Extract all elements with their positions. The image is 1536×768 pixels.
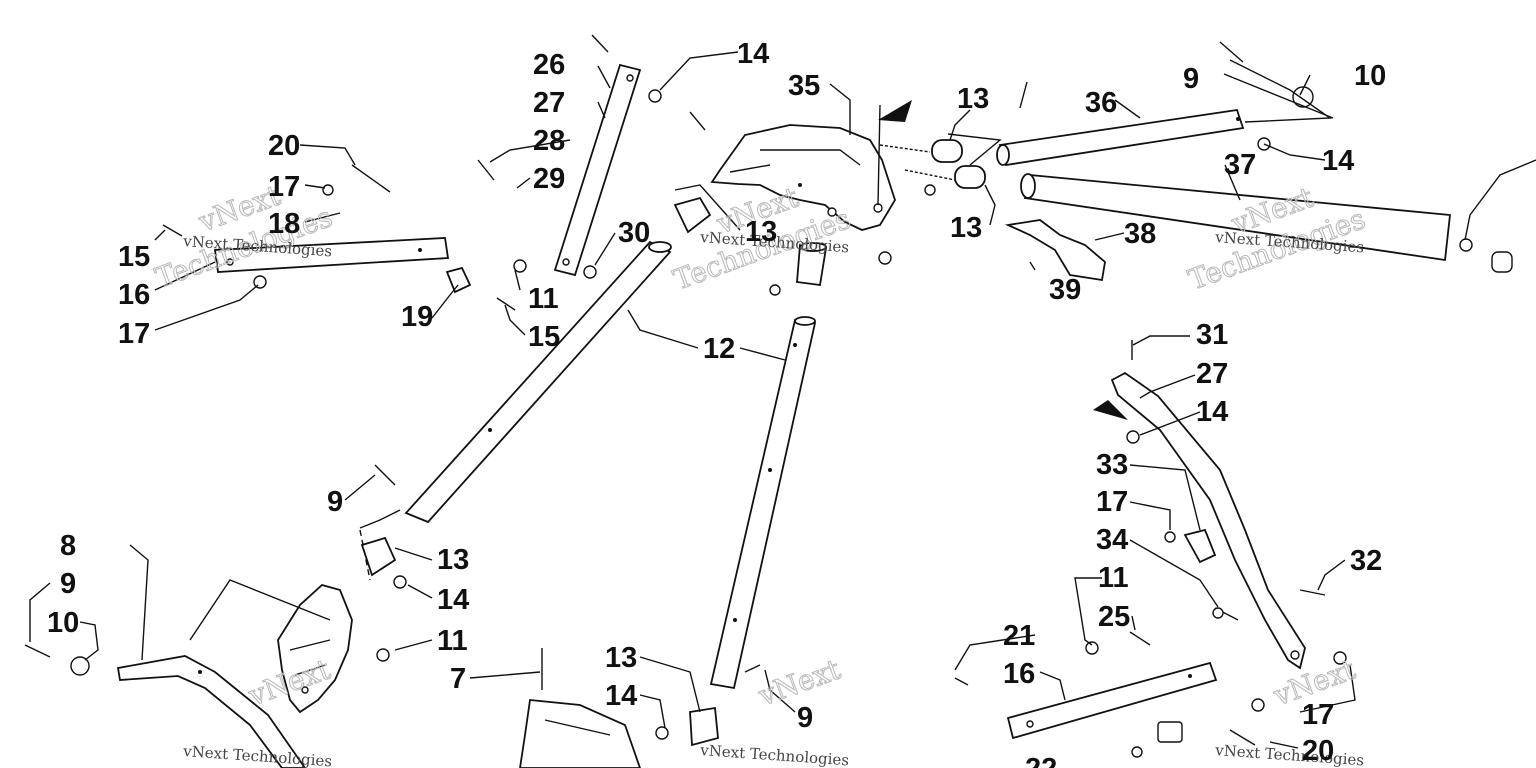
callout-label: 31	[1196, 319, 1228, 351]
callout-label: 13	[950, 212, 982, 244]
callout-label: 16	[118, 279, 150, 311]
callout-label: 15	[528, 321, 560, 353]
watermark-full: vNext Technologies	[182, 742, 333, 768]
callout-label: 18	[268, 208, 300, 240]
callout-label: 17	[1302, 699, 1334, 731]
callout-label: 27	[1196, 358, 1228, 390]
clamp-38	[1004, 219, 1106, 282]
callout-label: 25	[1098, 601, 1130, 633]
arrow-icon	[1093, 400, 1128, 420]
clamps-small	[360, 196, 719, 747]
callout-label: 22	[1025, 753, 1057, 768]
clip-19	[445, 266, 472, 294]
leader-lines	[29, 51, 1536, 749]
clip-33	[1183, 528, 1217, 564]
parts-artwork	[24, 34, 1513, 768]
callout-label: 9	[1183, 63, 1199, 95]
callout-label: 13	[745, 216, 777, 248]
caps-13	[931, 139, 986, 189]
bar-27-top	[553, 63, 642, 277]
callout-label: 12	[703, 333, 735, 365]
callout-label: 29	[533, 163, 565, 195]
callout-label: 11	[528, 283, 559, 315]
callout-label: 27	[533, 87, 565, 119]
bracket-lower-left	[277, 583, 353, 714]
bracket-35	[710, 124, 896, 231]
callout-label: 38	[1124, 218, 1156, 250]
arrow-icon	[878, 100, 912, 122]
callout-label: 33	[1096, 449, 1128, 481]
callout-label: 7	[450, 663, 466, 695]
callout-label: 36	[1085, 87, 1117, 119]
callout-label: 14	[1322, 145, 1354, 177]
callout-label: 37	[1224, 149, 1256, 181]
watermark-1: Technologies vNext	[151, 178, 337, 295]
tube-stub	[796, 242, 828, 287]
callout-label: 15	[118, 241, 150, 273]
callout-label: 10	[47, 607, 79, 639]
callout-label: 39	[1049, 274, 1081, 306]
callout-label: 14	[1196, 396, 1228, 428]
callout-label: 10	[1354, 60, 1386, 92]
callout-label: 14	[437, 584, 469, 616]
callout-labels: 26 14 27 35 13 9 10 36 28 29 20 17 18 15…	[47, 38, 1386, 768]
callout-label: 21	[1003, 620, 1035, 652]
watermark-full: vNext Technologies	[699, 741, 850, 768]
direction-arrows	[878, 100, 1128, 420]
callout-label: 28	[533, 125, 565, 157]
callout-label: 8	[60, 530, 76, 562]
tube-12-left	[404, 240, 672, 524]
callout-label: 11	[437, 625, 468, 657]
callout-label: 13	[957, 83, 989, 115]
callout-label: 9	[60, 568, 76, 600]
fasteners	[24, 34, 1513, 758]
callout-label: 17	[268, 171, 300, 203]
callout-label: 14	[605, 680, 637, 712]
bracket-7	[519, 699, 641, 768]
callout-label: 19	[401, 301, 433, 333]
callout-label: 13	[437, 544, 469, 576]
callout-label: 9	[797, 702, 813, 734]
callout-label: 13	[605, 642, 637, 674]
watermark-full: vNext Technologies	[1214, 741, 1365, 768]
callout-label: 20	[268, 130, 300, 162]
callout-label: 34	[1096, 524, 1128, 556]
callout-label: 9	[327, 486, 343, 518]
callout-label: 35	[788, 70, 820, 102]
tube-8	[116, 655, 307, 768]
tube-12-right	[709, 316, 817, 690]
callout-label: 16	[1003, 658, 1035, 690]
tube-37	[1020, 173, 1451, 262]
callout-label: 17	[1096, 486, 1128, 518]
callout-label: 30	[618, 217, 650, 249]
tube-36	[996, 108, 1245, 167]
callout-label: 26	[533, 49, 565, 81]
bar-16-right	[1006, 661, 1218, 740]
callout-label: 11	[1098, 562, 1129, 594]
callout-label: 32	[1350, 545, 1382, 577]
bar-16-left	[213, 237, 450, 273]
callout-label: 20	[1302, 735, 1334, 767]
callout-label: 14	[737, 38, 769, 70]
callout-label: 17	[118, 318, 150, 350]
